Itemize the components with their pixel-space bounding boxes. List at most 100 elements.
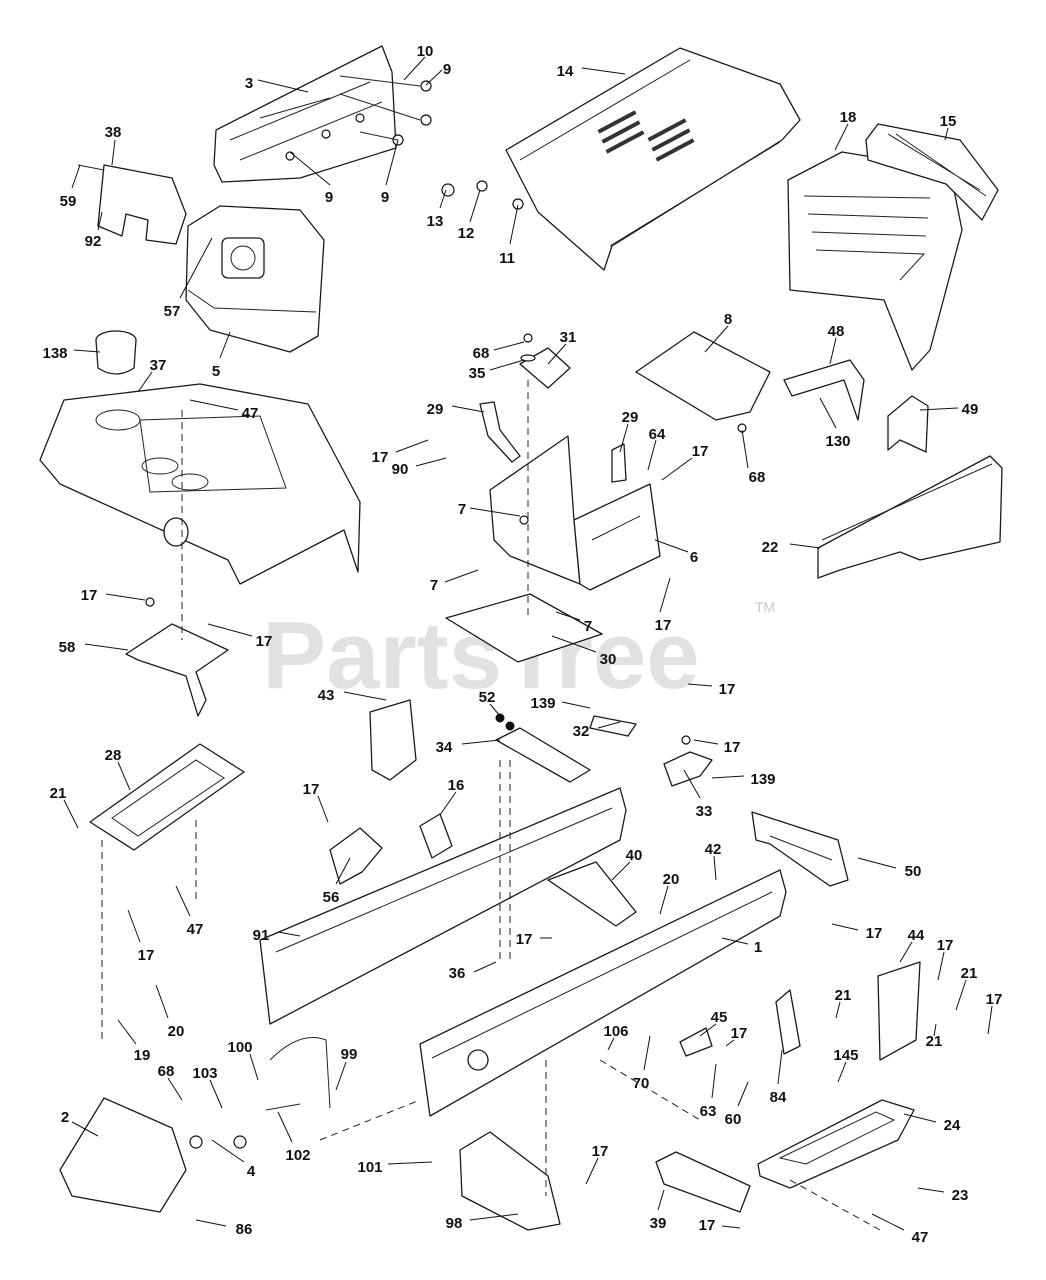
callout-label-c9a: 9 (443, 61, 451, 78)
callout-label-c70: 70 (633, 1075, 650, 1092)
callout-leader-c60 (737, 1081, 749, 1107)
callout-label-c17n: 17 (731, 1025, 748, 1042)
callout-label-c139a: 139 (530, 695, 555, 712)
part-98-bracket (459, 1131, 561, 1231)
callout-label-c17g: 17 (724, 739, 741, 756)
callout-label-c56: 56 (323, 889, 340, 906)
callout-label-c17c: 17 (81, 587, 98, 604)
part-24-footrest-right (757, 1099, 915, 1189)
part-91-frame-rail-left (259, 787, 627, 1025)
callout-leader-c36 (473, 961, 497, 973)
callout-label-c98: 98 (446, 1215, 463, 1232)
callout-leader-c33 (683, 769, 701, 799)
callout-label-c13: 13 (427, 213, 444, 230)
callout-leader-c19 (117, 1019, 137, 1045)
callout-leader-c130 (819, 397, 837, 429)
callout-leader-c15 (944, 127, 949, 141)
callout-label-c138: 138 (42, 345, 67, 362)
callout-label-c35: 35 (469, 365, 486, 382)
callout-leader-c20b (155, 984, 169, 1019)
callout-leader-c139a (561, 701, 591, 709)
callout-leader-c84 (777, 1049, 783, 1085)
callout-label-c52: 52 (479, 689, 496, 706)
callout-label-c37: 37 (150, 357, 167, 374)
callout-leader-c47b (175, 885, 191, 917)
callout-leader-c11 (509, 204, 519, 245)
part-15-grille-insert (865, 123, 999, 221)
callout-label-c68c: 68 (158, 1063, 175, 1080)
part-40-bracket (547, 861, 637, 927)
callout-leader-c24 (903, 1113, 937, 1123)
callout-leader-c17h (317, 795, 329, 823)
callout-leader-c1 (721, 937, 749, 945)
callout-leader-c17e (207, 623, 253, 637)
callout-leader-c8 (704, 325, 729, 353)
callout-label-c106: 106 (603, 1023, 628, 1040)
part-1-frame-rail-right (419, 869, 787, 1117)
callout-leader-c35 (489, 359, 525, 371)
callout-label-c1: 1 (754, 939, 762, 956)
callout-leader-c70 (643, 1035, 651, 1071)
part-45-clip (679, 1027, 713, 1057)
callout-label-c21d: 21 (926, 1033, 943, 1050)
callout-leader-c48 (829, 337, 837, 365)
callout-label-c17h: 17 (303, 781, 320, 798)
callout-label-c10: 10 (417, 43, 434, 60)
callout-label-c7c: 7 (584, 618, 592, 635)
callout-label-c5: 5 (212, 363, 220, 380)
callout-leader-c17g (693, 739, 719, 745)
part-33-pivot (663, 735, 713, 787)
callout-label-c17i: 17 (866, 925, 883, 942)
part-34-52-bracket (495, 713, 591, 783)
callout-label-c63: 63 (700, 1103, 717, 1120)
callout-leader-c13 (439, 189, 447, 209)
callout-label-c2: 2 (61, 1109, 69, 1126)
callout-leader-c6 (654, 539, 689, 553)
callout-label-c42: 42 (705, 841, 722, 858)
callout-label-c19: 19 (134, 1047, 151, 1064)
callout-label-c49: 49 (962, 401, 979, 418)
callout-label-c23: 23 (952, 1187, 969, 1204)
callout-label-c58: 58 (59, 639, 76, 656)
callout-label-c92: 92 (85, 233, 102, 250)
callout-label-c64: 64 (649, 426, 666, 443)
callout-leader-c22 (789, 543, 821, 549)
callout-label-c17o: 17 (592, 1143, 609, 1160)
callout-leader-c92 (97, 211, 103, 231)
assembly-lines (101, 380, 881, 1231)
callout-leader-c38 (111, 139, 116, 166)
part-49-bracket (887, 395, 929, 453)
callout-label-c84: 84 (770, 1089, 787, 1106)
part-38-heat-shield (77, 164, 187, 245)
callout-leader-c56 (335, 857, 351, 885)
callout-label-c29a: 29 (427, 401, 444, 418)
callout-label-c90: 90 (392, 461, 409, 478)
callout-label-c17e: 17 (256, 633, 273, 650)
part-14-hood (505, 47, 801, 271)
callout-leader-c58 (84, 643, 129, 651)
callout-label-c68b: 68 (749, 469, 766, 486)
callout-label-c11: 11 (499, 250, 515, 267)
callout-label-c20a: 20 (663, 871, 680, 888)
callout-leader-c37 (137, 371, 153, 393)
part-43-bracket (369, 699, 417, 781)
callout-leader-c21c (835, 1001, 841, 1019)
callout-label-c21a: 21 (50, 785, 67, 802)
callout-label-c102: 102 (285, 1147, 310, 1164)
callout-leader-c101 (387, 1161, 433, 1165)
callout-label-c17d: 17 (655, 617, 672, 634)
callout-leader-c18 (834, 123, 849, 151)
part-18-grille-housing (787, 151, 963, 371)
callout-leader-c12 (469, 189, 481, 223)
part-3-dash-panel (213, 45, 397, 183)
callout-leader-c14 (581, 67, 626, 75)
callout-label-c40: 40 (626, 847, 643, 864)
part-56-bracket (329, 827, 383, 885)
callout-leader-c17i (831, 923, 859, 931)
part-2-mount-plate (59, 1097, 247, 1213)
callout-leader-c7c (555, 611, 581, 621)
callout-label-c20b: 20 (168, 1023, 185, 1040)
part-28-footrest-left (89, 743, 245, 851)
callout-leader-c106 (607, 1037, 615, 1051)
callout-label-c17m: 17 (986, 991, 1003, 1008)
